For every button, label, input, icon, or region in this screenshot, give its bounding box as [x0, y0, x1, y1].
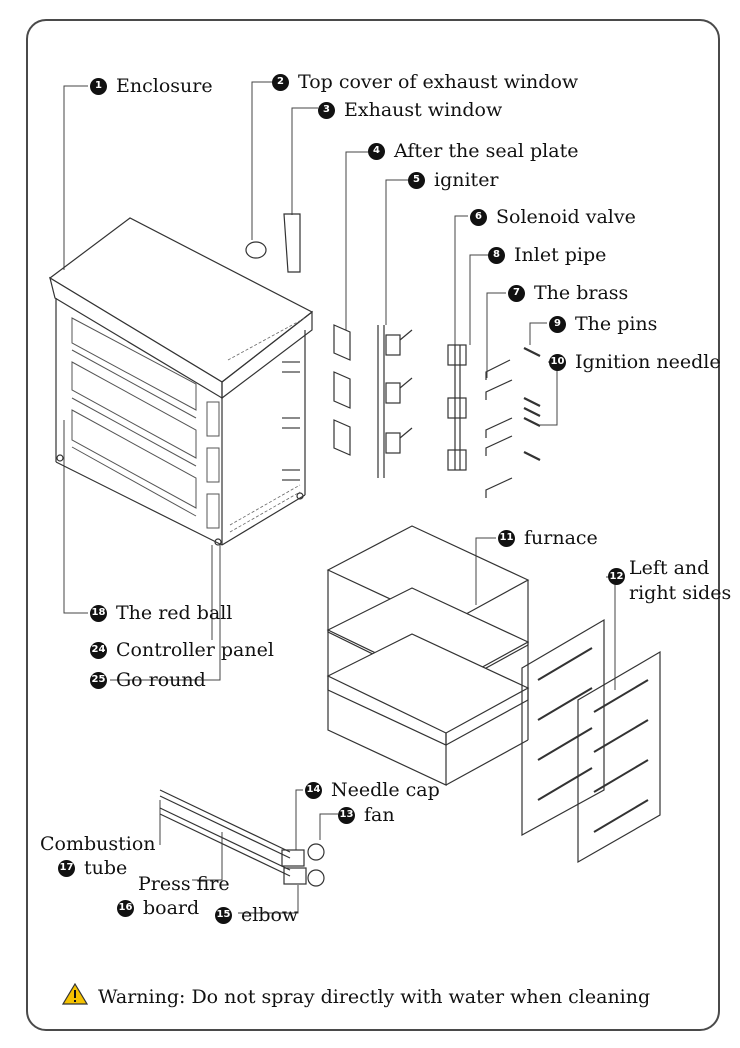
- seal-plates: [333, 324, 351, 456]
- part-label-right-sides: right sides: [629, 582, 732, 604]
- part-label-press-fire: Press fire: [138, 873, 230, 895]
- warning-triangle-icon: [61, 982, 89, 1010]
- furnace-drawing: [326, 525, 530, 786]
- cleaning-warning: Warning: Do not spray directly with wate…: [61, 982, 651, 1010]
- brass-pipes: [485, 359, 513, 498]
- solenoid-valves: [447, 344, 467, 471]
- part-label-combustion: Combustion: [40, 833, 156, 855]
- side-panels: [521, 618, 661, 864]
- exhaust-parts: [245, 213, 301, 273]
- warning-text: Warning: Do not spray directly with wate…: [98, 985, 651, 1008]
- ignition-pins: [523, 347, 541, 461]
- igniter-assembly: [377, 325, 413, 478]
- part-label-left-and: Left and: [629, 557, 710, 579]
- oven-enclosure-drawing: [48, 217, 314, 546]
- combustion-tubes: [159, 789, 325, 887]
- diagram-frame: [26, 19, 720, 1031]
- part-label-left-right-sides: 12: [608, 568, 634, 585]
